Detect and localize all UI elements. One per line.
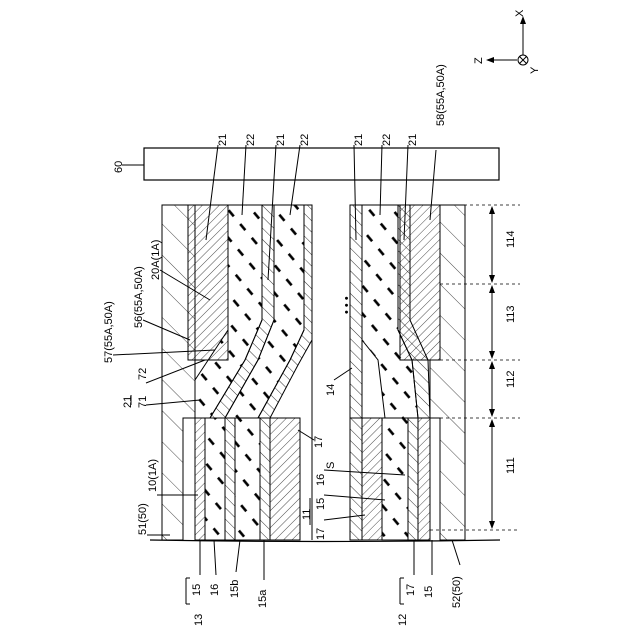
region-114-label: 114 — [505, 230, 517, 248]
region-113-label: 113 — [505, 305, 517, 323]
ellipsis-dots: • • • — [341, 296, 353, 314]
label-21-a: 21 — [217, 134, 229, 146]
label-71: 71 — [137, 396, 149, 408]
region-111-label: 111 — [505, 457, 517, 474]
label-52: 52(50) — [451, 576, 463, 608]
label-22-c: 22 — [381, 134, 393, 146]
gap-s — [312, 205, 350, 540]
label-16-b: 16 — [315, 474, 327, 486]
label-22-a: 22 — [245, 134, 257, 146]
label-16-bottom: 16 — [209, 584, 221, 596]
label-21-f: 21 — [122, 396, 134, 408]
label-17-b: 17 — [315, 528, 327, 540]
part-56-frame — [188, 205, 228, 360]
region-112-label: 112 — [505, 370, 517, 388]
axis-y-label: Y — [529, 66, 541, 74]
axis-indicator: X Z Y — [473, 9, 541, 74]
label-72: 72 — [137, 368, 149, 380]
label-10: 10(1A) — [147, 459, 159, 492]
label-13: 13 — [193, 614, 205, 626]
label-58: 58(55A,50A) — [435, 64, 447, 126]
label-21-c: 21 — [353, 134, 365, 146]
label-51: 51(50) — [137, 503, 149, 535]
label-15-bottom-right: 15 — [423, 586, 435, 598]
label-15-bottom: 15 — [191, 584, 203, 596]
label-56: 56(55A,50A) — [133, 266, 145, 328]
label-15a-bottom: 15a — [257, 589, 269, 608]
label-20a: 20A(1A) — [150, 240, 162, 280]
axis-z-label: Z — [473, 57, 485, 64]
label-11: 11 — [301, 509, 313, 520]
label-14: 14 — [325, 384, 337, 396]
label-s: S — [325, 462, 337, 469]
label-22-b: 22 — [299, 134, 311, 146]
axis-x-label: X — [514, 9, 526, 17]
label-15-b: 15 — [315, 498, 327, 510]
label-21-b: 21 — [275, 134, 287, 146]
label-15b-bottom: 15b — [229, 580, 241, 598]
label-60: 60 — [113, 161, 125, 173]
label-17-a: 17 — [313, 436, 325, 448]
label-57: 57(55A,50A) — [103, 301, 115, 363]
label-17-bottom: 17 — [405, 584, 417, 596]
label-12: 12 — [397, 614, 409, 626]
label-21-d: 21 — [407, 134, 419, 146]
bottom-labels: 15 16 15b 15a 13 12 17 15 52(50) — [186, 540, 463, 626]
lower-left-layers — [195, 418, 300, 540]
component-60 — [144, 148, 499, 180]
lower-right-layers — [350, 418, 430, 540]
